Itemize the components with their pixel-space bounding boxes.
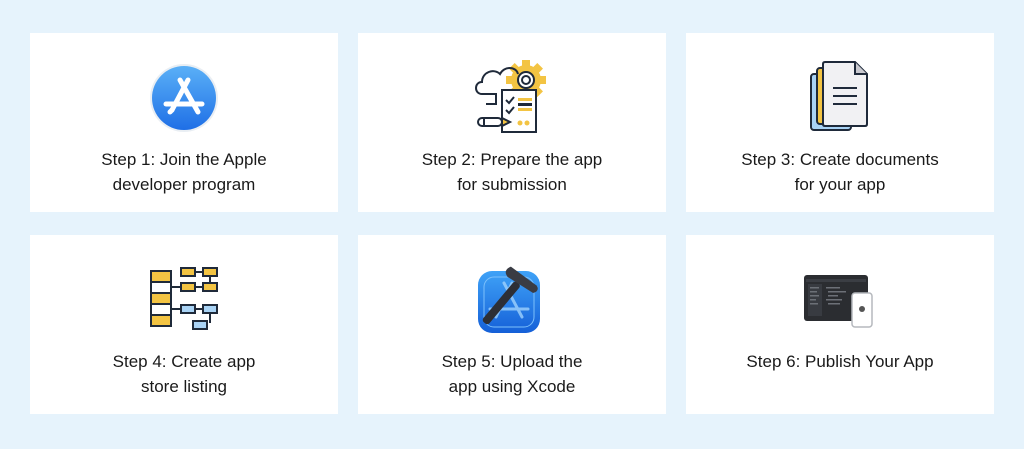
- step-card-2: Step 2: Prepare the app for submission: [358, 33, 666, 212]
- step-3-label: Step 3: Create documents for your app: [741, 150, 939, 194]
- step-2-label: Step 2: Prepare the app for submission: [421, 150, 603, 194]
- step-card-3: Step 3: Create documents for your app: [686, 33, 994, 212]
- step-5-label: Step 5: Upload the app using Xcode: [441, 352, 583, 396]
- step-card-5: Step 5: Upload the app using Xcode: [358, 235, 666, 414]
- xcode-icon: [358, 261, 666, 339]
- step-6-label: Step 6: Publish Your App: [746, 352, 934, 371]
- step-1-label: Step 1: Join the Apple developer program: [101, 150, 267, 194]
- step-card-1: Step 1: Join the Apple developer program: [30, 33, 338, 212]
- step-card-6: Step 6: Publish Your App: [686, 235, 994, 414]
- flowchart-icon: [30, 261, 338, 339]
- devices-icon: [686, 261, 994, 339]
- step-card-4: Step 4: Create app store listing: [30, 235, 338, 414]
- checklist-gear-icon: [358, 59, 666, 137]
- step-4-label: Step 4: Create app store listing: [112, 352, 256, 396]
- app-store-icon: [30, 59, 338, 137]
- documents-icon: [686, 59, 994, 137]
